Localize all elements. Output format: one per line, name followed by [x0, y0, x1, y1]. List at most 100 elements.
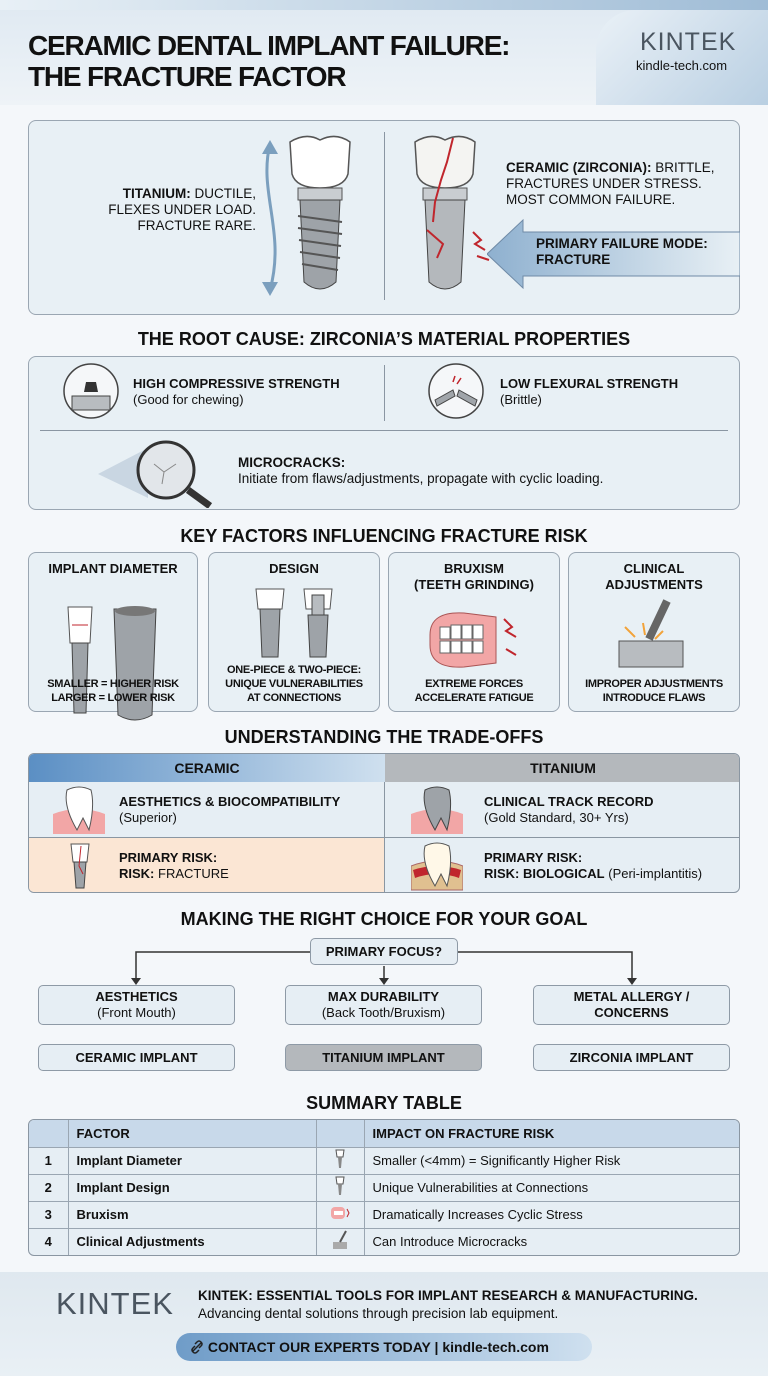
metal-tooth-icon [411, 786, 463, 834]
t3: FRACTURE RARE. [137, 218, 256, 233]
rc3s: Initiate from flaws/adjustments, propaga… [238, 471, 604, 486]
factor-card-diameter: IMPLANT DIAMETER SMALLER = HIGHER RISK LA… [28, 552, 198, 721]
footer-tagline: KINTEK: ESSENTIAL TOOLS FOR IMPLANT RESE… [198, 1288, 698, 1303]
factors-heading: KEY FACTORS INFLUENCING FRACTURE RISK [180, 526, 588, 546]
rc1: HIGH COMPRESSIVE STRENGTH [133, 376, 340, 391]
decision-connectors [131, 951, 637, 985]
link-icon [191, 1340, 203, 1354]
card-text: LARGER = LOWER RISK [51, 692, 175, 704]
implant-icon [315, 1146, 364, 1174]
header-url[interactable]: kindle-tech.com [636, 58, 728, 73]
rc2s: (Brittle) [500, 392, 542, 407]
row-number: 3 [29, 1200, 68, 1228]
ceramic-label: CERAMIC (ZIRCONIA): [506, 160, 652, 175]
g2: (Front Mouth) [97, 1005, 176, 1020]
c1: BRITTLE, [655, 160, 715, 175]
rc1s: (Good for chewing) [133, 392, 244, 407]
row-impact: Dramatically Increases Cyclic Stress [363, 1200, 739, 1228]
divider [384, 132, 385, 300]
col-ceramic: CERAMIC [29, 754, 385, 782]
root-cause-heading: THE ROOT CAUSE: ZIRCONIA’S MATERIAL PROP… [137, 329, 631, 349]
titanium-benefit: CLINICAL TRACK RECORD(Gold Standard, 30+… [484, 794, 653, 826]
g: AESTHETICS [95, 989, 178, 1004]
top-bar [0, 0, 768, 10]
c2: FRACTURES UNDER STRESS. [506, 176, 702, 191]
t2: FLEXES UNDER LOAD. [108, 202, 256, 217]
compressive-strength: HIGH COMPRESSIVE STRENGTH(Good for chewi… [133, 376, 340, 408]
card-title: DESIGN [269, 561, 319, 576]
card-text: EXTREME FORCES [425, 678, 523, 690]
grinding-teeth-icon [429, 612, 517, 668]
factor-card-bruxism: BRUXISM(TEETH GRINDING) EXTREME FORCES AC… [388, 552, 560, 712]
row-factor: Bruxism [67, 1200, 316, 1228]
white-tooth-icon [53, 786, 105, 834]
card-title: CLINICAL [623, 561, 685, 576]
row-impact: Can Introduce Microcracks [363, 1227, 739, 1255]
g: MAX DURABILITY [327, 989, 440, 1004]
card-text: SMALLER = HIGHER RISK [47, 678, 179, 690]
row-number: 1 [29, 1146, 68, 1174]
factor-card-design: DESIGN ONE-PIECE & TWO-PIECE: UNIQUE VULN… [208, 552, 380, 712]
tb: CLINICAL TRACK RECORD [484, 794, 654, 809]
title-line-2: THE FRACTURE FACTOR [28, 61, 347, 92]
magnifier-icon [98, 440, 213, 508]
col-factor: FACTOR [67, 1120, 316, 1147]
footer-kintek-logo: KINTEK [56, 1286, 174, 1321]
titanium-description: TITANIUM: DUCTILE, FLEXES UNDER LOAD. FR… [60, 186, 256, 234]
cb: AESTHETICS & BIOCOMPATIBILITY [119, 794, 341, 809]
failure-mode-arrow [487, 218, 740, 290]
ceramic-description: CERAMIC (ZIRCONIA): BRITTLE, FRACTURES U… [506, 160, 715, 208]
footer-subtitle: Advancing dental solutions through preci… [198, 1306, 559, 1321]
card-title: (TEETH GRINDING) [414, 577, 534, 592]
trp: RISK: BIOLOGICAL [484, 866, 605, 881]
primary-focus-node: PRIMARY FOCUS? [310, 938, 458, 965]
table-header: FACTOR IMPACT ON FRACTURE RISK [29, 1120, 739, 1147]
card-text: ONE-PIECE & TWO-PIECE: [227, 664, 361, 676]
result-ceramic: CERAMIC IMPLANT [38, 1044, 235, 1071]
ceramic-benefit: AESTHETICS & BIOCOMPATIBILITY(Superior) [119, 794, 340, 826]
row-number: 2 [29, 1173, 68, 1201]
crv: FRACTURE [158, 866, 229, 881]
col-titanium: TITANIUM [385, 754, 739, 782]
g2: (Back Tooth/Bruxism) [321, 1005, 446, 1020]
choice-heading: MAKING THE RIGHT CHOICE FOR YOUR GOAL [180, 909, 588, 929]
broken-bar-icon [428, 363, 484, 419]
microcracks: MICROCRACKS:Initiate from flaws/adjustme… [238, 455, 603, 487]
tbs: (Gold Standard, 30+ Yrs) [484, 810, 629, 825]
cr: PRIMARY RISK: [119, 850, 218, 865]
tradeoffs-table: CERAMIC TITANIUM AESTHETICS & BIOCOMPATI… [28, 753, 740, 893]
summary-heading: SUMMARY TABLE [306, 1093, 462, 1113]
a2: FRACTURE [536, 252, 611, 267]
card-title: IMPLANT DIAMETER [48, 561, 178, 576]
card-title: BRUXISM [444, 561, 504, 576]
titanium-risk: PRIMARY RISK:RISK: BIOLOGICAL (Peri-impl… [484, 850, 702, 882]
ceramic-risk: PRIMARY RISK:RISK: FRACTURE [119, 850, 229, 882]
page-title: CERAMIC DENTAL IMPLANT FAILURE:THE FRACT… [28, 30, 598, 92]
card-text: UNIQUE VULNERABILITIES [225, 678, 363, 690]
row-number: 4 [29, 1227, 68, 1255]
cbs: (Superior) [119, 810, 177, 825]
rc3: MICROCRACKS: [238, 455, 346, 470]
card-text: AT CONNECTIONS [247, 692, 341, 704]
fractured-implant-icon [70, 843, 90, 889]
col-impact: IMPACT ON FRACTURE RISK [363, 1120, 739, 1147]
ceramic-implant-fractured-illustration [414, 135, 490, 290]
dental-drill-icon [618, 599, 684, 668]
card-text: ACCELERATE FATIGUE [414, 692, 534, 704]
contact-button[interactable]: CONTACT OUR EXPERTS TODAY | kindle-tech.… [176, 1333, 592, 1361]
flexural-strength: LOW FLEXURAL STRENGTH(Brittle) [500, 376, 678, 408]
rc2: LOW FLEXURAL STRENGTH [500, 376, 679, 391]
failure-mode-label: PRIMARY FAILURE MODE:FRACTURE [536, 236, 708, 268]
titanium-implant-illustration [262, 135, 351, 296]
divider [384, 782, 385, 892]
card-title: ADJUSTMENTS [605, 577, 703, 592]
kintek-logo: KINTEK [640, 28, 737, 56]
row-impact: Smaller (<4mm) = Significantly Higher Ri… [363, 1146, 739, 1174]
tr: PRIMARY RISK: [484, 850, 583, 865]
